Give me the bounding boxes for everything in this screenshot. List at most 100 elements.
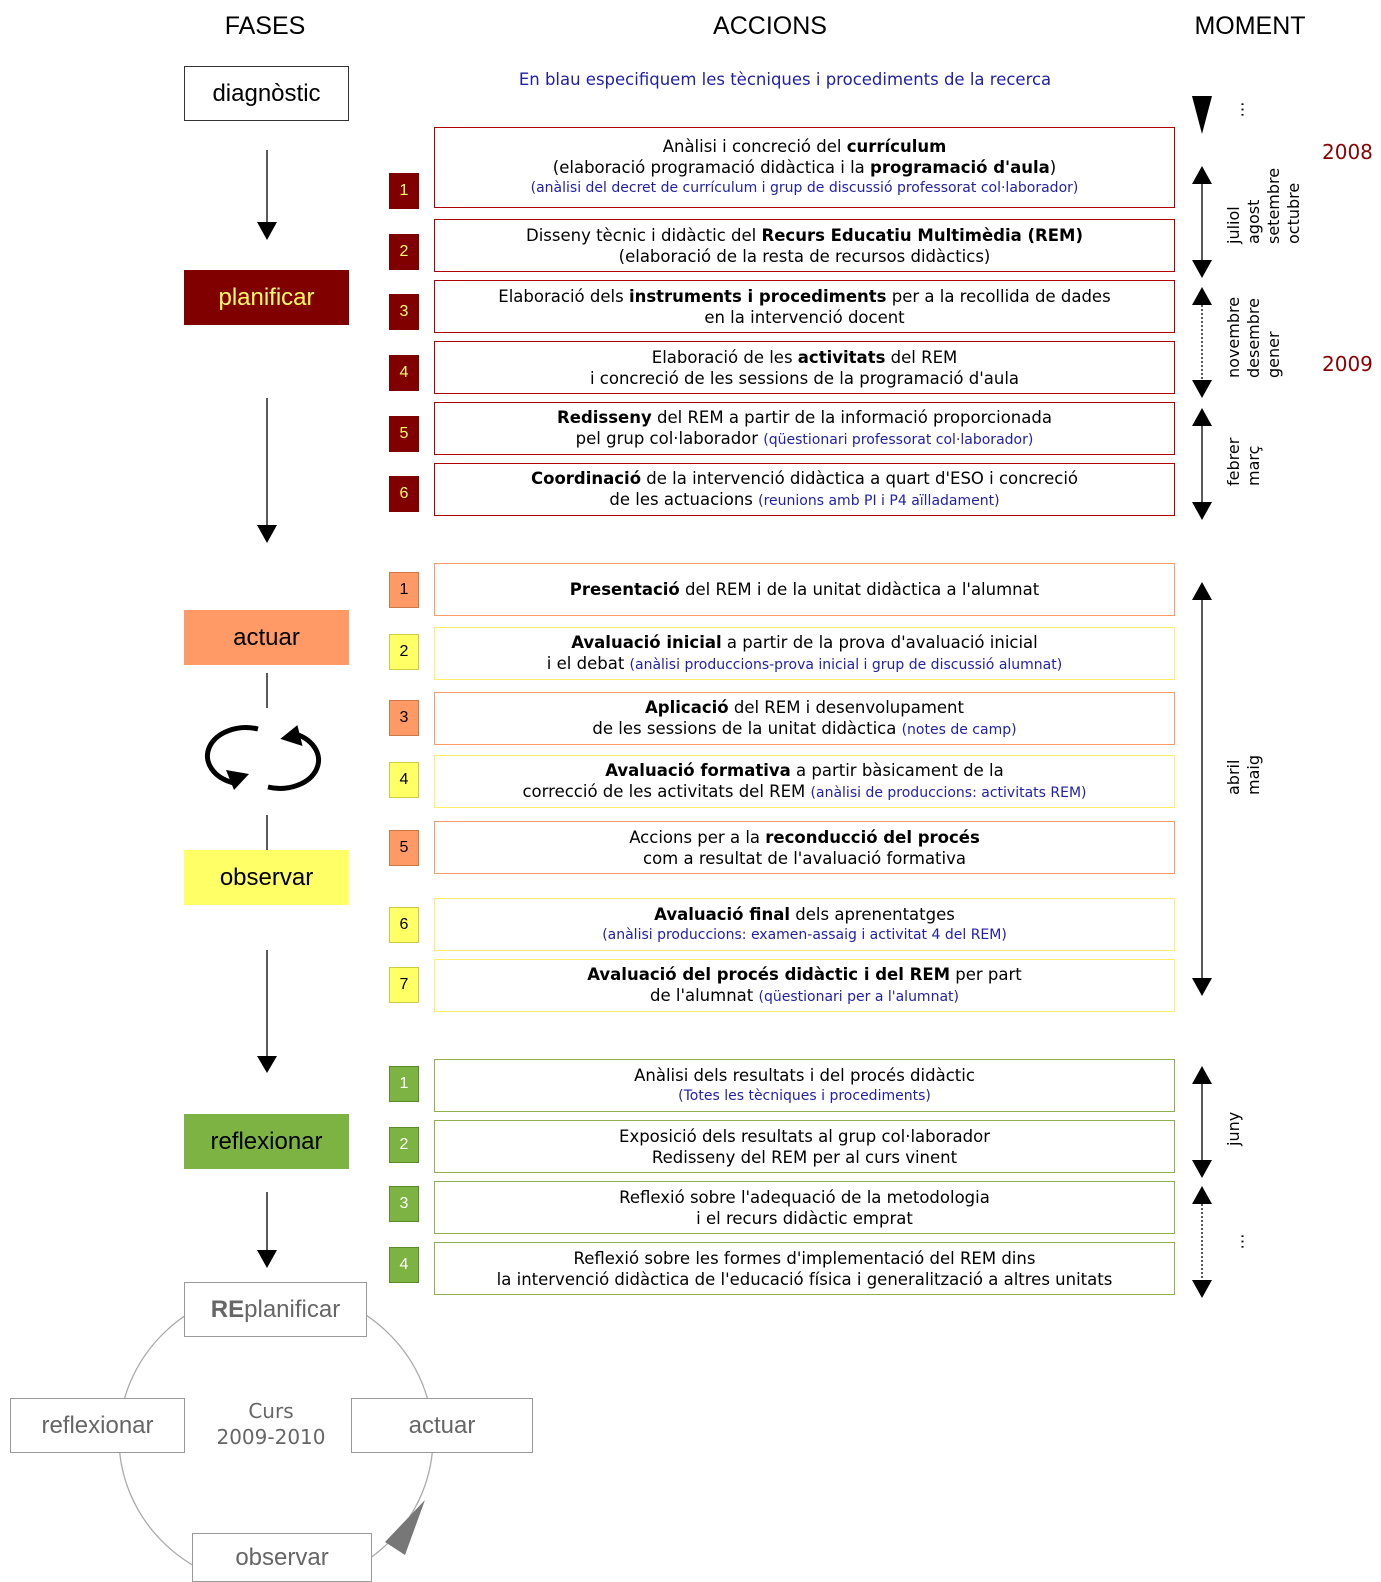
text-bold: Coordinació [531,468,642,488]
text-bold: Avaluació formativa [605,760,791,780]
plan-action-5: Redisseny del REM a partir de la informa… [434,402,1175,455]
phase-actuar: actuar [184,610,349,665]
moment-ellipsis-bottom: … [1228,1233,1248,1250]
text: correcció de les activitats del REM [522,781,811,801]
text-bold: activitats [797,347,886,367]
month-label: abril [1224,759,1243,795]
month-label: setembre [1264,167,1283,244]
technique-text: (qüestionari professorat col·laborador) [763,431,1034,448]
act-action-5: Accions per a la reconducció del procés … [434,821,1175,874]
text-bold: Avaluació final [654,904,791,924]
moment-group-5: juny [1224,1112,1244,1146]
act-action-4: Avaluació formativa a partir bàsicament … [434,755,1175,808]
act-num-6: 6 [389,907,419,943]
text: (elaboració de la resta de recursos didà… [618,246,991,266]
text: ) [1049,158,1057,177]
text-bold: Redisseny [557,407,652,427]
act-action-3: Aplicació del REM i desenvolupament de l… [434,692,1175,745]
legend-note: En blau especifiquem les tècniques i pro… [518,70,1052,89]
text: del REM a partir de la informació propor… [651,407,1052,427]
text: del REM i de la unitat didàctica a l'alu… [679,580,1040,599]
text-bold: RE [210,1295,245,1323]
refl-action-4: Reflexió sobre les formes d'implementaci… [434,1242,1175,1295]
text: com a resultat de l'avaluació formativa [643,848,966,868]
refl-action-3: Reflexió sobre l'adequació de la metodol… [434,1181,1175,1234]
month-label: maig [1244,755,1263,795]
moment-group-3: febrer març [1224,438,1264,486]
technique-text: (reunions amb PI i P4 aïlladament) [758,492,1000,509]
moment-group-2: novembre desembre gener [1224,297,1284,378]
text: de l'alumnat [650,985,759,1005]
text-bold: Presentació [569,580,680,599]
text: Anàlisi i concreció del [662,137,847,156]
text: per a la recollida de dades [886,286,1111,306]
text: i concreció de les sessions de la progra… [589,368,1020,388]
plan-num-1: 1 [389,173,419,209]
act-num-3: 3 [389,700,419,736]
refl-action-1: Anàlisi dels resultats i del procés didà… [434,1059,1175,1112]
cycle-actuar: actuar [351,1398,533,1453]
text-bold: Avaluació del procés didàctic i del REM [587,964,951,984]
phase-diagnostic: diagnòstic [184,66,349,121]
text-bold: Aplicació [645,697,729,717]
cycle-icon [205,725,321,791]
text: Reflexió sobre l'adequació de la metodol… [619,1187,990,1207]
header-fases: FASES [224,12,306,40]
month-label: novembre [1224,296,1243,378]
plan-num-2: 2 [389,234,419,270]
header-accions: ACCIONS [713,12,827,40]
text: i el debat [546,653,630,673]
text: (elaboració programació didàctica i la [552,158,871,177]
refl-action-2: Exposició dels resultats al grup col·lab… [434,1120,1175,1173]
text: Accions per a la [629,827,766,847]
text: la intervenció didàctica de l'educació f… [496,1269,1113,1289]
text: a partir de la prova d'avaluació inicial [721,632,1038,652]
month-label: octubre [1284,182,1303,244]
plan-num-3: 3 [389,294,419,330]
cycle-reflexionar: reflexionar [10,1398,185,1453]
text: Anàlisi dels resultats i del procés didà… [634,1065,975,1085]
technique-text: (notes de camp) [901,721,1017,738]
act-num-5: 5 [389,830,419,866]
text: Curs [248,1399,294,1423]
text-bold: instruments i procediments [628,286,887,306]
plan-action-6: Coordinació de la intervenció didàctica … [434,463,1175,516]
text: i el recurs didàctic emprat [696,1208,913,1228]
act-action-6: Avaluació final dels aprenentatges (anàl… [434,898,1175,951]
year-2008: 2008 [1322,140,1373,164]
phase-observar: observar [184,850,349,905]
text: pel grup col·laborador [575,428,764,448]
act-action-1: Presentació del REM i de la unitat didàc… [434,563,1175,616]
month-label: agost [1244,199,1263,244]
refl-num-4: 4 [389,1247,419,1283]
text: per part [950,964,1022,984]
cycle-observar: observar [192,1533,372,1582]
plan-action-3: Elaboració dels instruments i procedimen… [434,280,1175,333]
month-label: març [1244,445,1263,486]
act-action-2: Avaluació inicial a partir de la prova d… [434,627,1175,680]
text: de les actuacions [609,489,759,509]
month-label: febrer [1224,437,1243,486]
text: del REM [885,347,958,367]
plan-action-4: Elaboració de les activitats del REM i c… [434,341,1175,394]
text: Disseny tècnic i didàctic del [525,225,762,245]
month-label: juliol [1224,206,1243,244]
month-label: juny [1224,1111,1243,1146]
text-bold: Avaluació inicial [571,632,722,652]
act-action-7: Avaluació del procés didàctic i del REM … [434,959,1175,1012]
plan-num-6: 6 [389,476,419,512]
phase-planificar: planificar [184,270,349,325]
phase-reflexionar: reflexionar [184,1114,349,1169]
plan-action-2: Disseny tècnic i didàctic del Recurs Edu… [434,219,1175,272]
year-2009: 2009 [1322,352,1373,376]
text-bold: Recurs Educatiu Multimèdia (REM) [761,225,1083,245]
text: dels aprenentatges [790,904,955,924]
act-num-1: 1 [389,572,419,608]
text: del REM i desenvolupament [728,697,964,717]
month-label: desembre [1244,298,1263,378]
moment-group-1: juliol agost setembre octubre [1224,168,1304,244]
act-num-4: 4 [389,762,419,798]
text: Elaboració dels [498,286,629,306]
header-moment: MOMENT [1194,12,1306,40]
